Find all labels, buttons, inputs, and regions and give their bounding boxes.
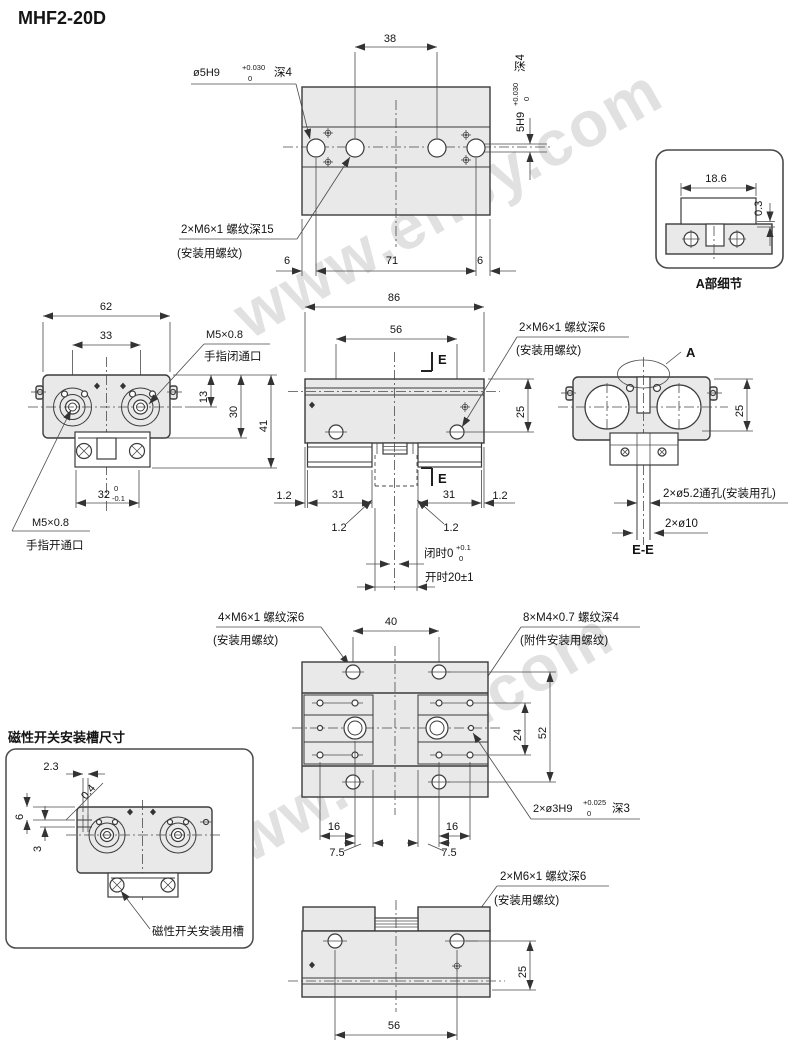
dim-1.2-left: 1.2 [276,490,291,502]
svg-text:+0.030: +0.030 [511,83,520,106]
svg-text:E: E [438,471,447,486]
accessory-holes [312,699,478,759]
dim-62: 62 [100,301,112,313]
thread-note: (安装用螺纹) [516,343,581,357]
thread-label: 2×M6×1 螺纹深6 [519,320,605,334]
figure-switch-groove: 磁性开关安装槽尺寸 [5,730,254,949]
dim-31-left: 31 [332,489,344,501]
dim-32-tol-lower: -0.1 [112,494,125,503]
balloon-letter: A [686,345,696,360]
dim-6-left: 6 [284,255,290,267]
dim-6-right: 6 [477,255,483,267]
dowel-hole-tol-upper: +0.030 [242,63,265,72]
detail-a-balloon [617,359,670,389]
groove-label: 磁性开关安装用槽 [152,924,244,938]
dim-33: 33 [100,330,112,342]
switch-groove-title: 磁性开关安装槽尺寸 [8,730,125,745]
figure-top-view: 38 ø5H9 +0.030 0 深4 2×M6×1 螺纹深15 (安装用螺纹)… [177,33,553,276]
thread-note: (安装用螺纹) [177,246,242,260]
dim-3: 3 [32,846,44,852]
detail-holes [682,230,746,248]
thread8-label: 8×M4×0.7 螺纹深4 [523,610,619,624]
dim-52: 52 [537,727,549,739]
pin-tol-upper: +0.025 [583,798,606,807]
dim-38: 38 [384,33,396,45]
svg-text:5H9: 5H9 [515,112,527,132]
pin-tol-lower: 0 [587,809,591,818]
dim-24: 24 [512,729,524,741]
section-caption: E-E [632,542,654,557]
figure-side-view: 86 56 E E 25 2×M6×1 螺纹深6 (安装用螺纹) [274,292,629,591]
thread-label: 2×M6×1 螺纹深6 [500,869,586,883]
mounting-holes [306,138,486,158]
dim-1.2-finger-right: 1.2 [443,522,458,534]
dim-25: 25 [515,406,527,418]
dim-40: 40 [385,616,397,628]
figure-detail-a: 18.6 0.3 A部细节 [655,149,784,291]
finger-attachment [74,431,151,468]
svg-text:E: E [438,352,447,367]
dim-30: 30 [228,406,240,418]
dim-32-tol-upper: 0 [114,484,118,493]
through-hole-label: 2×ø5.2通孔(安装用孔) [663,486,776,500]
body-outline [76,806,213,874]
dowel-hole-label: ø5H9 [193,67,220,79]
closed-tol-lower: 0 [459,554,463,563]
finger-attachment [107,872,179,898]
page-title: MHF2-20D [18,8,106,28]
svg-text:0: 0 [522,97,531,101]
dim-16-left: 16 [328,821,340,833]
open-dim-label: 开时20±1 [425,571,474,584]
section-mark-lower: E [421,467,447,486]
closed-tol-upper: +0.1 [456,543,471,552]
detail-a-caption: A部细节 [696,276,743,291]
dim-41: 41 [258,420,270,432]
dim-56: 56 [390,324,402,336]
pin-depth: 深3 [612,801,630,815]
thread4-label: 4×M6×1 螺纹深6 [218,610,304,624]
dim-71: 71 [386,255,398,267]
dim-7.5-left: 7.5 [329,847,344,859]
dim-31-right: 31 [443,489,455,501]
finger-section [609,432,679,540]
svg-text:深4: 深4 [513,54,527,72]
closed-dim-label: 闭时0 [424,547,453,560]
counterbore-label: 2×ø10 [665,518,698,530]
dim-7.5-right: 7.5 [441,847,456,859]
finger-close-port-label: M5×0.8 [206,329,243,341]
dim-25: 25 [517,966,529,978]
figure-bottom-view: 4×M6×1 螺纹深6 (安装用螺纹) 40 8×M4×0.7 螺纹深4 (附件… [213,610,640,859]
figure-front-view: 62 33 [11,301,277,552]
thread4-note: (安装用螺纹) [213,633,278,647]
dim-1.2-right: 1.2 [492,490,507,502]
dim-13: 13 [198,391,210,403]
dim-56: 56 [388,1020,400,1032]
dowel-hole-depth: 深4 [274,65,292,79]
section-mark-upper: E [421,352,447,372]
side-dowel-label: 5H9 +0.030 0 深4 [511,54,531,132]
dim-0.3: 0.3 [753,201,765,216]
dim-6: 6 [14,814,26,820]
dim-16-right: 16 [446,821,458,833]
finger-close-port-note: 手指闭通口 [204,349,262,363]
dim-25: 25 [734,405,746,417]
fingers [306,442,483,487]
dim-86: 86 [388,292,400,304]
dim-18.6: 18.6 [705,173,726,185]
finger-open-port-note: 手指开通口 [26,538,84,552]
figure-ee-view: A 25 2×ø5.2通孔(安装用孔) 2×ø10 E-E [558,345,788,557]
dim-32: 32 [98,489,110,501]
pin-hole-label: 2×ø3H9 [533,803,572,815]
dim-2.3: 2.3 [43,761,58,773]
thread-note: (安装用螺纹) [494,893,559,907]
thread-label: 2×M6×1 螺纹深15 [181,222,274,236]
dim-1.2-finger-left: 1.2 [331,522,346,534]
finger-open-port-label: M5×0.8 [32,517,69,529]
dowel-hole-tol-lower: 0 [248,74,252,83]
figure-rear-view: 2×M6×1 螺纹深6 (安装用螺纹) 25 56 [288,869,609,1040]
thread8-note: (附件安装用螺纹) [520,633,608,647]
